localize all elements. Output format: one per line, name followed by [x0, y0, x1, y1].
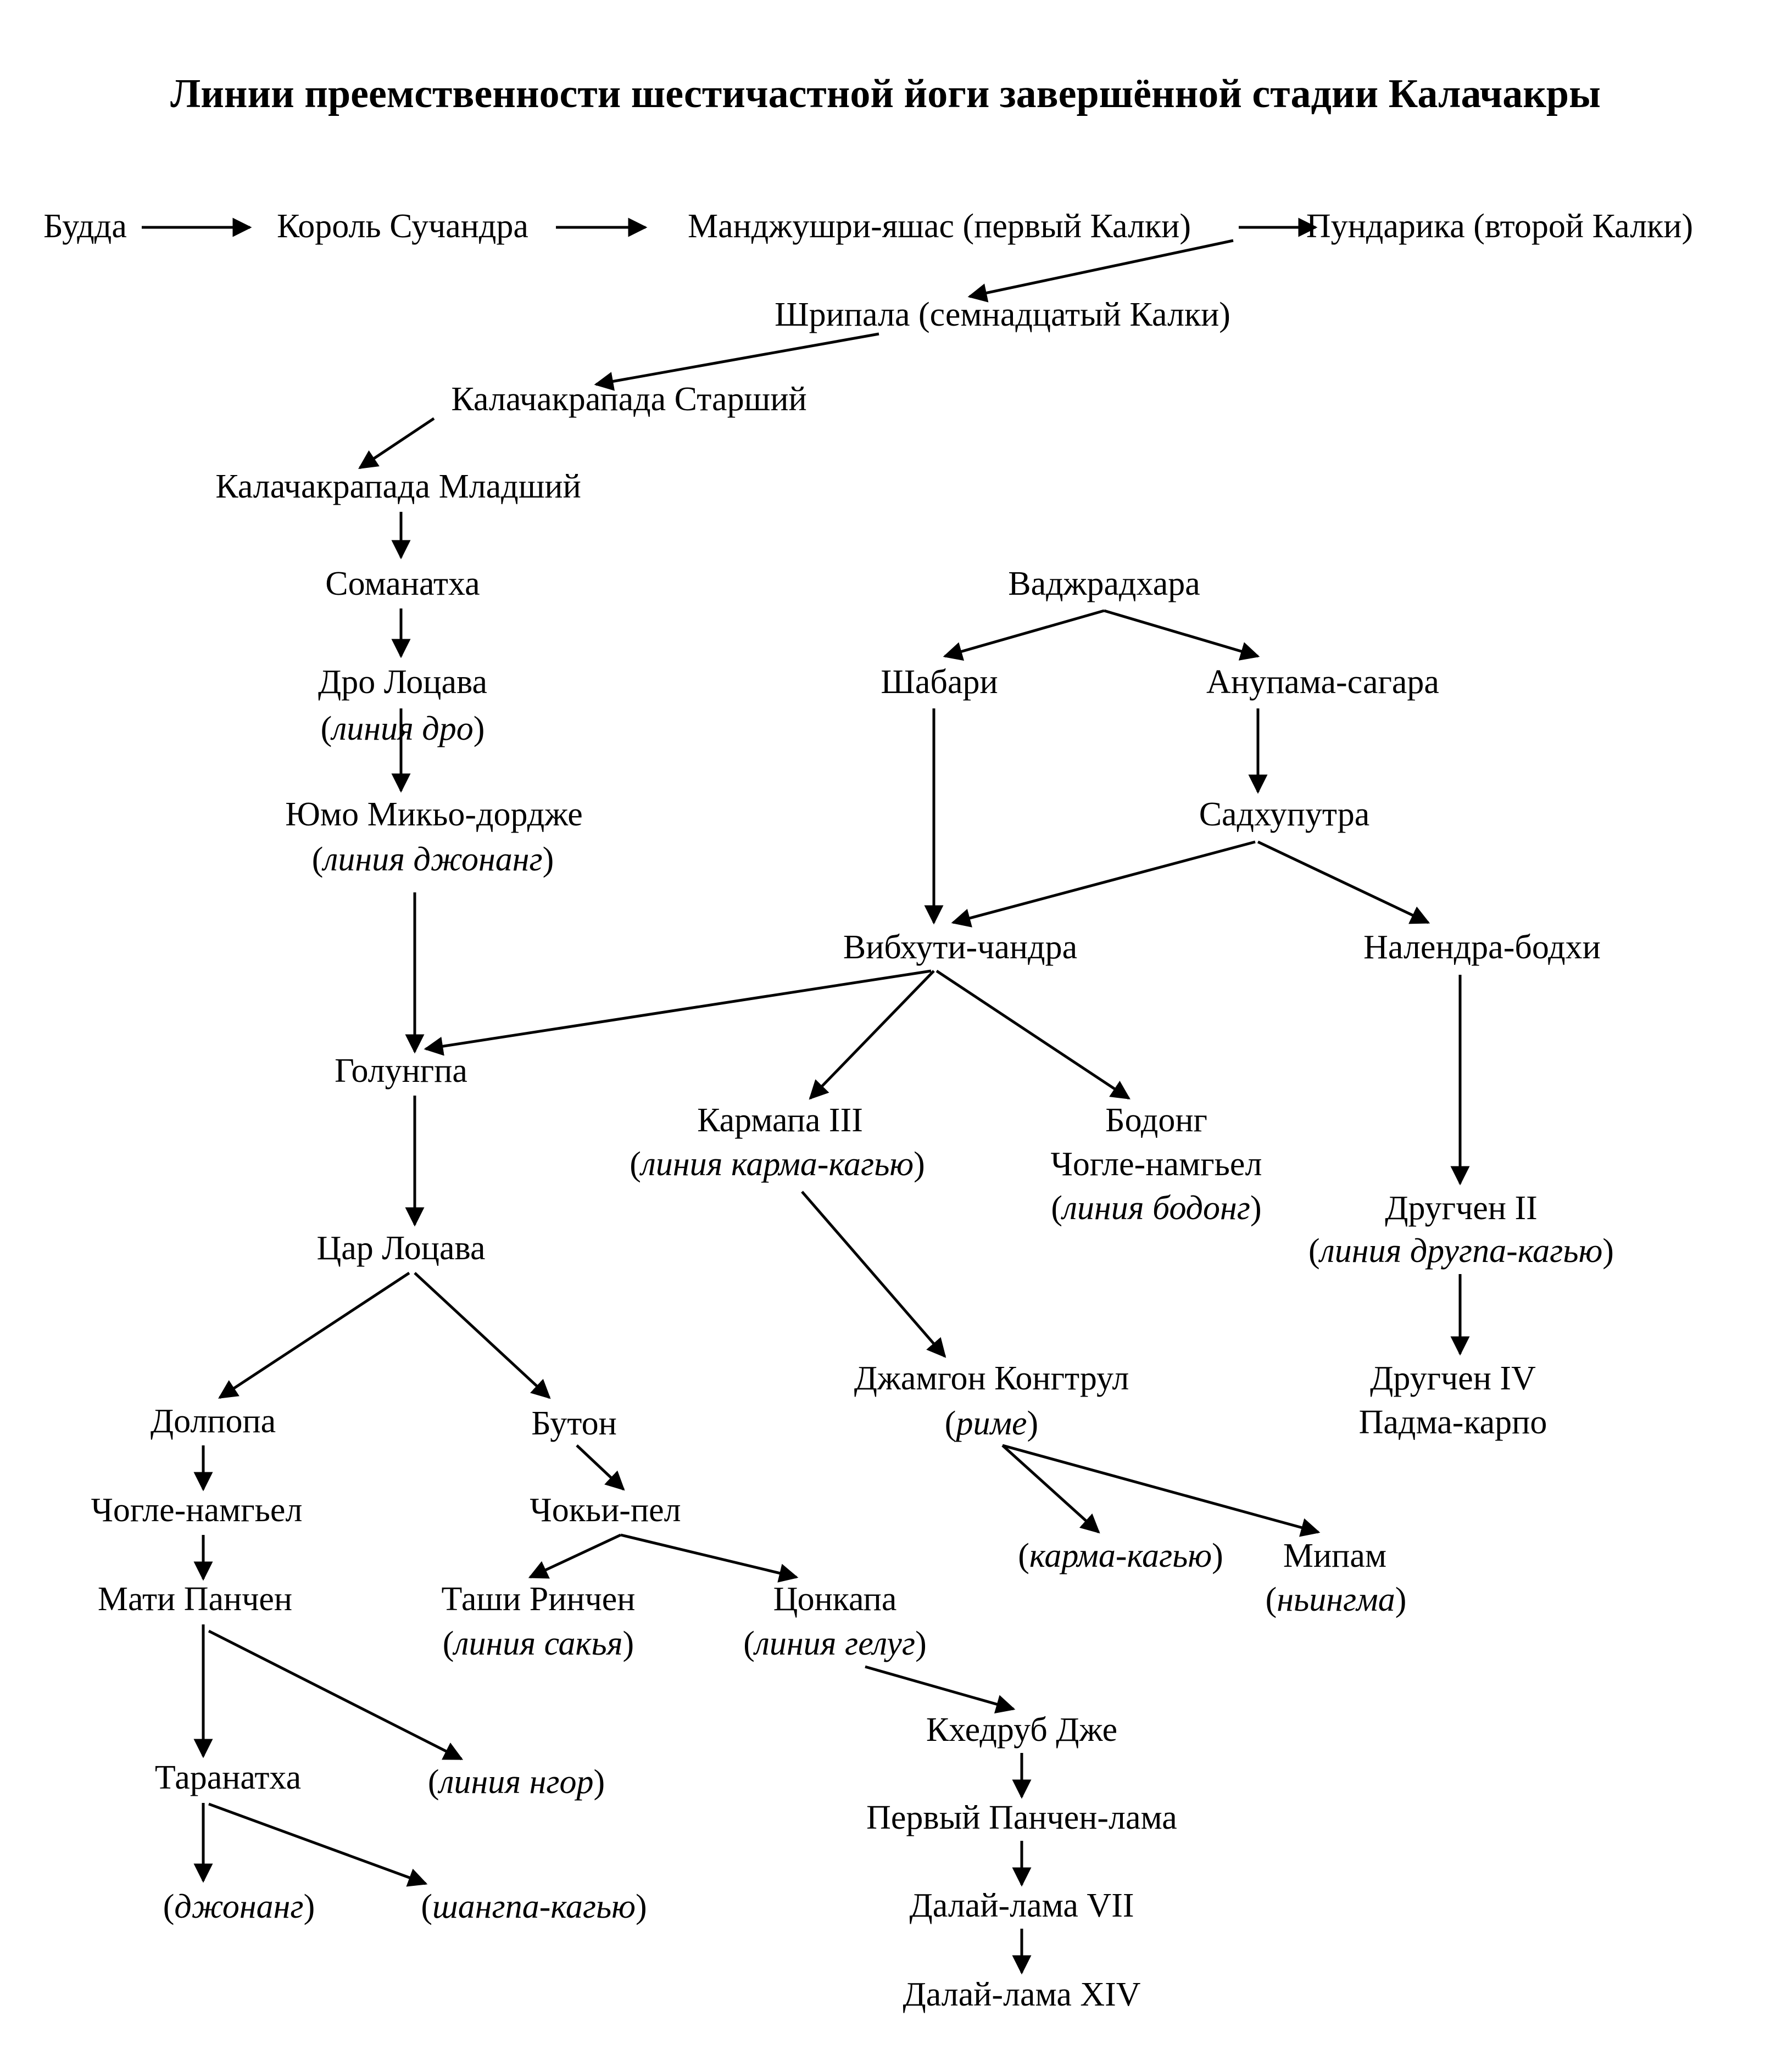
node-chokyi-pel: Чокьи-пел — [530, 1492, 681, 1529]
edge-buton-chokyi — [576, 1444, 625, 1491]
lineage-karma-2: (карма-кагью) — [1018, 1537, 1223, 1574]
node-chogle-namgyel-2: Чогле-намгьел — [1051, 1146, 1262, 1183]
node-panchen-1: Первый Панчен-лама — [866, 1799, 1177, 1836]
node-golungpa: Голунгпа — [335, 1052, 467, 1090]
lineage-shangpa: (шангпа-кагью) — [421, 1888, 647, 1925]
lineage-ngor: (линия нгор) — [428, 1763, 605, 1801]
node-buton: Бутон — [531, 1405, 617, 1442]
node-vibhuti: Вибхути-чандра — [843, 929, 1077, 966]
edge-sadhuputra-vibhuti — [951, 840, 1256, 928]
node-dalai-14: Далай-лама XIV — [903, 1976, 1140, 2013]
lineage-rime: (риме) — [945, 1405, 1038, 1442]
lineage-bodong: (линия бодонг) — [1051, 1189, 1261, 1227]
node-drugchen-4: Другчен IV — [1370, 1360, 1536, 1397]
lineage-jonang-2: (джонанг) — [163, 1888, 315, 1925]
edges — [142, 217, 1470, 1975]
node-budda: Будда — [43, 208, 127, 245]
node-dolpopa: Долпопа — [151, 1403, 276, 1440]
edge-tsar-buton — [414, 1272, 551, 1399]
diagram-title: Линии преемственности шестичастной йоги … — [170, 71, 1601, 116]
node-suchandra: Король Сучандра — [277, 208, 528, 245]
lineage-gelug: (линия гелуг) — [743, 1625, 927, 1662]
edge-tsongkapa-khedrub — [865, 1665, 1016, 1714]
node-tsongkapa: Цонкапа — [773, 1580, 897, 1618]
node-kalachakrapada-junior: Калачакрапада Младший — [215, 468, 581, 505]
node-pundarika: Пундарика (второй Калки) — [1306, 208, 1693, 245]
node-vajradhara: Ваджрадхара — [1008, 565, 1200, 602]
node-manjushri: Манджушри-яшас (первый Калки) — [688, 208, 1191, 245]
edge-sadhuputra-nalendra — [1257, 840, 1430, 924]
node-drugchen-2: Другчен II — [1385, 1189, 1538, 1227]
node-tashi-rinchen: Таши Ринчен — [442, 1580, 636, 1618]
node-anupama: Анупама-сагара — [1206, 663, 1439, 701]
edge-shripala-kalachakrapada-senior — [594, 332, 879, 391]
node-khedrub: Кхедруб Дже — [926, 1711, 1117, 1749]
edge-karma-jamgon — [801, 1191, 946, 1358]
node-dro-lotsava: Дро Лоцава — [318, 663, 487, 701]
node-mipam: Мипам — [1283, 1537, 1386, 1574]
lineage-jonang: (линия джонанг) — [312, 841, 554, 878]
lineage-dro: (линия дро) — [321, 710, 485, 747]
node-taranatha: Таранатха — [155, 1759, 301, 1796]
edge-rime-karma2 — [1001, 1444, 1100, 1534]
node-chogle-namgyel-1: Чогле-намгьел — [91, 1492, 303, 1529]
node-mati-panchen: Мати Панчен — [98, 1580, 292, 1618]
node-tsar-lotsava: Цар Лоцава — [317, 1230, 486, 1267]
node-bodong: Бодонг — [1105, 1102, 1207, 1139]
lineage-sakya: (линия сакья) — [443, 1625, 634, 1662]
edge-tsar-dolpopa — [218, 1271, 410, 1399]
lineage-nyingma: (ньингма) — [1266, 1581, 1407, 1618]
node-dalai-7: Далай-лама VII — [910, 1887, 1134, 1924]
lineage-karma: (линия карма-кагью) — [630, 1146, 925, 1183]
lineage-drugpa: (линия другпа-кагью) — [1308, 1232, 1614, 1270]
edge-vajradhara-anupama — [1104, 609, 1260, 661]
node-shripala: Шрипала (семнадцатый Калки) — [775, 296, 1230, 333]
node-kalachakrapada-senior: Калачакрапада Старший — [451, 381, 806, 418]
edge-vibhuti-golungpa — [424, 969, 932, 1056]
edge-mati-ngor — [208, 1629, 464, 1761]
edge-pundarika-shripala — [967, 239, 1234, 303]
node-karmapa: Кармапа III — [697, 1102, 863, 1139]
node-sadhuputra: Садхупутра — [1199, 796, 1370, 833]
edge-senior-junior — [358, 417, 435, 470]
edge-chokyi-tashi — [528, 1533, 622, 1579]
node-somanatha: Соманатха — [325, 565, 480, 602]
edge-vibhuti-karmapa — [809, 970, 935, 1100]
node-yumo: Юмо Микьо-дордже — [285, 796, 583, 833]
node-shabari: Шабари — [881, 663, 998, 701]
edge-vibhuti-bodong — [935, 969, 1130, 1100]
edge-chokyi-tsongkapa — [620, 1533, 799, 1583]
edge-taranatha-shangpa — [208, 1802, 428, 1887]
node-nalendra: Налендра-бодхи — [1363, 929, 1601, 966]
node-jamgon: Джамгон Конгтрул — [854, 1360, 1129, 1397]
edge-vajradhara-shabari — [943, 609, 1105, 661]
node-padma-karpo: Падма-карпо — [1359, 1404, 1547, 1441]
edge-rime-mipam — [1002, 1444, 1321, 1537]
